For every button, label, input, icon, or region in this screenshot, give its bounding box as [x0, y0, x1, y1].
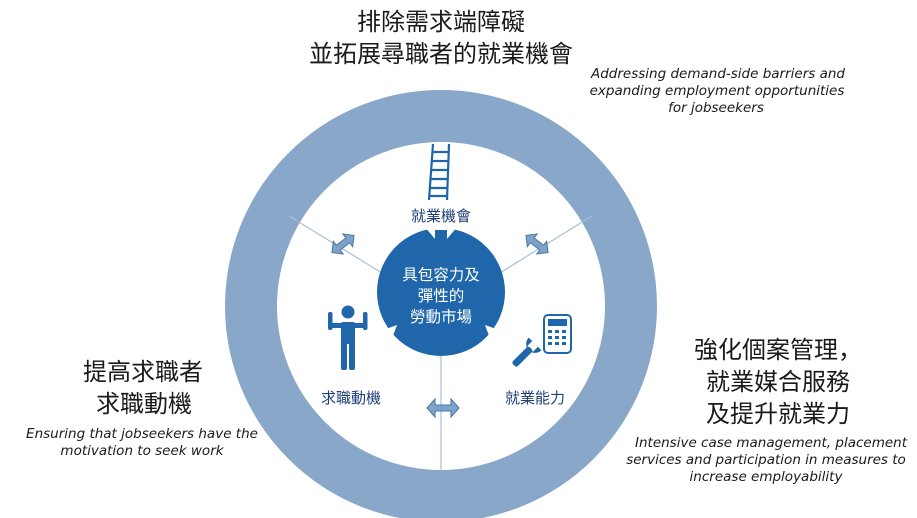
top-subtitle-line2: expanding employment opportunities — [589, 83, 845, 99]
right-subtitle-line3: increase employability — [689, 469, 843, 485]
double-arrow-upper-right — [525, 233, 549, 255]
double-arrow-upper-left — [331, 233, 355, 255]
center-text-line2: 彈性的 — [417, 287, 465, 305]
arrow-top-inward — [429, 230, 453, 253]
right-title-line1: 強化個案管理， — [694, 336, 862, 364]
top-subtitle-line3: for jobseekers — [668, 100, 764, 116]
right-subtitle-line1: Intensive case management, placement — [634, 435, 908, 451]
ladder-icon — [427, 143, 451, 201]
center-text-line1: 具包容力及 — [402, 266, 480, 284]
double-arrow-bottom — [426, 397, 460, 419]
left-title-line2: 求職動機 — [96, 390, 192, 418]
tablet-calculator-icon — [543, 314, 572, 354]
top-title-line2: 並拓展尋職者的就業機會 — [309, 40, 573, 68]
label-employability: 就業能力 — [504, 389, 565, 407]
right-subtitle-line2: services and participation in measures t… — [626, 452, 906, 468]
right-title-line2: 就業媒合服務 — [706, 368, 850, 396]
left-title-line1: 提高求職者 — [83, 358, 203, 386]
hub-notch-right — [485, 325, 510, 349]
person-arms-raised-icon — [328, 305, 368, 370]
label-job-seeking-motivation: 求職動機 — [320, 389, 381, 407]
outer-ring — [225, 90, 657, 518]
left-subtitle-line2: motivation to seek work — [60, 443, 224, 459]
center-text-line3: 勞動市場 — [409, 308, 472, 326]
hub-notch-left — [372, 325, 397, 349]
top-title-line1: 排除需求端障礙 — [357, 8, 525, 36]
left-subtitle-line1: Ensuring that jobseekers have the — [26, 426, 258, 442]
top-subtitle-line1: Addressing demand-side barriers and — [591, 66, 845, 82]
center-hub — [377, 228, 505, 356]
right-title-line3: 及提升就業力 — [706, 400, 850, 428]
wrench-icon — [512, 337, 542, 367]
label-employment-opportunity: 就業機會 — [410, 207, 471, 225]
